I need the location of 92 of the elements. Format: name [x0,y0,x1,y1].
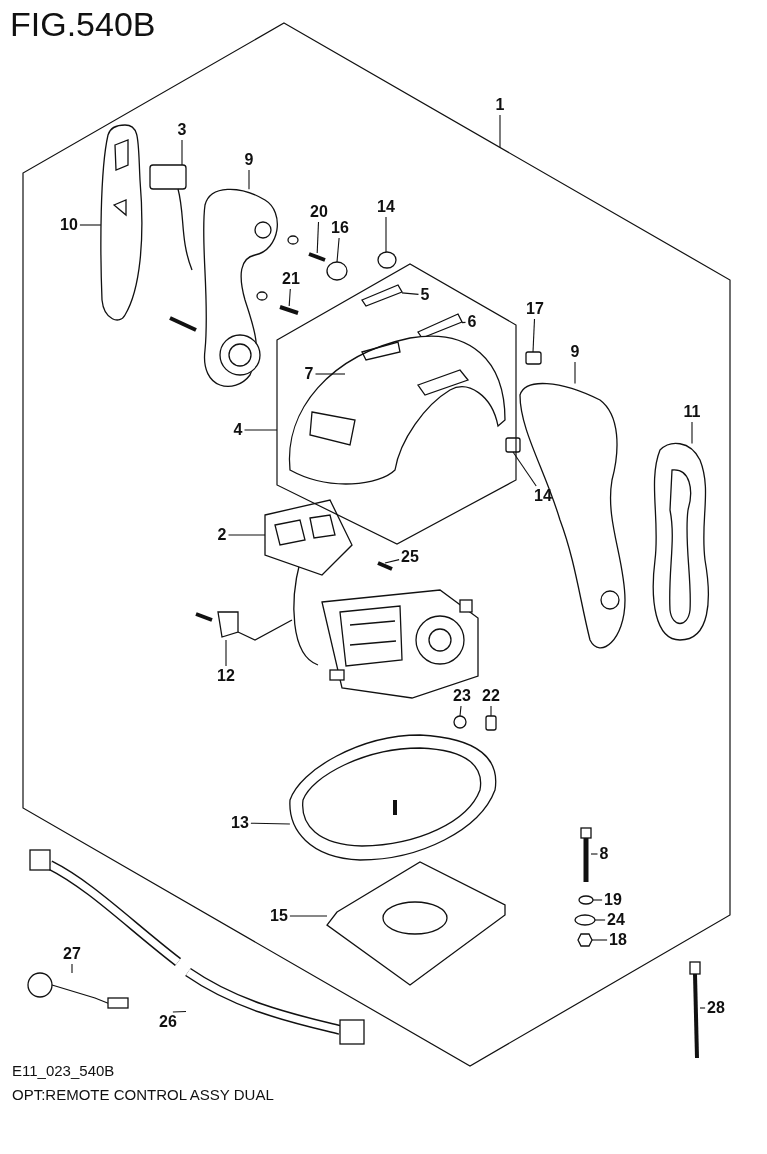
leader-line [594,919,606,921]
drawing-caption: OPT:REMOTE CONTROL ASSY DUAL [12,1086,274,1104]
callout-number: 6 [467,313,477,331]
connector-drawing [149,164,193,271]
callout-number: 19 [604,891,622,909]
screw-drawing [377,561,393,571]
gasket-plate-drawing [326,861,506,986]
leader-line [461,321,467,324]
callout-number: 18 [609,931,627,949]
clip-drawing [217,611,293,641]
leader-line [225,639,227,667]
leader-line [288,288,291,307]
nut [453,715,467,729]
leader-line [243,429,278,431]
callout-number: 23 [453,687,471,705]
callout-number: 15 [270,907,288,925]
leader-line [314,373,346,375]
figure-title: FIG.540B [10,4,156,44]
leader-line [512,451,537,487]
leader-line [499,114,501,149]
subassembly-outline [277,264,516,544]
leader-line [532,318,536,353]
leader-line [248,169,250,190]
callout-number: 4 [233,421,243,439]
callout-number: 28 [707,999,725,1017]
callout-number: 11 [683,403,701,421]
switch-panel-drawing [264,499,353,666]
callout-number: 20 [310,203,328,221]
leader-line [71,963,73,974]
callout-number: 21 [282,270,300,288]
cap [377,251,397,269]
washer-drawing [578,895,594,905]
callout-number: 14 [377,198,395,216]
callout-number: 22 [482,687,500,705]
callout-number: 16 [331,219,349,237]
clip [525,351,542,365]
decal-drawing [417,313,463,339]
base-frame-drawing [289,734,497,861]
leader-line [590,853,599,855]
callout-number: 17 [526,300,544,318]
leader-line [79,224,102,226]
drawing-code: E11_023_540B [12,1062,115,1080]
callout-number: 5 [420,286,430,304]
nut-drawing [577,933,593,947]
leader-line [490,705,492,717]
callout-number: 8 [599,845,609,863]
screw-drawing [308,252,326,262]
leader-line [385,216,387,253]
leader-line [289,915,328,917]
callout-number: 1 [495,96,505,114]
callout-number: 9 [244,151,254,169]
leader-line [574,361,576,385]
cap [326,261,348,281]
callout-number: 10 [60,216,78,234]
washer-drawing [574,914,596,926]
callout-number: 9 [570,343,580,361]
lever-cover-drawing [100,124,143,321]
callout-number: 25 [401,548,419,566]
lever-arm-drawing [519,382,626,649]
callout-number: 26 [159,1013,177,1031]
leader-line [699,1007,706,1009]
wire-harness-drawing [185,967,365,1045]
callout-number: 14 [534,487,552,505]
leader-line [691,421,693,444]
control-unit-drawing [321,589,479,699]
callout-number: 12 [217,667,235,685]
leader-line [384,559,400,564]
cover-drawing [288,335,506,485]
callout-number: 7 [304,365,314,383]
leader-line [401,292,420,295]
callout-number: 24 [607,911,625,929]
callout-number: 27 [63,945,81,963]
leader-line [250,822,291,825]
leader-line [336,237,340,263]
leader-line [459,705,462,717]
leader-line [316,221,320,254]
leader-line [591,939,608,941]
wire-harness-drawing [27,972,129,1009]
decal-drawing [361,284,403,307]
callout-number: 2 [217,526,227,544]
screw-head [485,715,497,731]
lever-arm-drawing [202,188,278,387]
leader-line [181,139,183,166]
leader-line [172,1010,187,1013]
callout-number: 13 [231,814,249,832]
leader-line [227,534,266,536]
grip-drawing [652,442,709,641]
bolt-drawing [580,827,592,882]
callout-number: 3 [177,121,187,139]
cable-tie-drawing [689,961,701,1059]
leader-line [592,899,603,901]
screw-drawing [279,305,299,315]
